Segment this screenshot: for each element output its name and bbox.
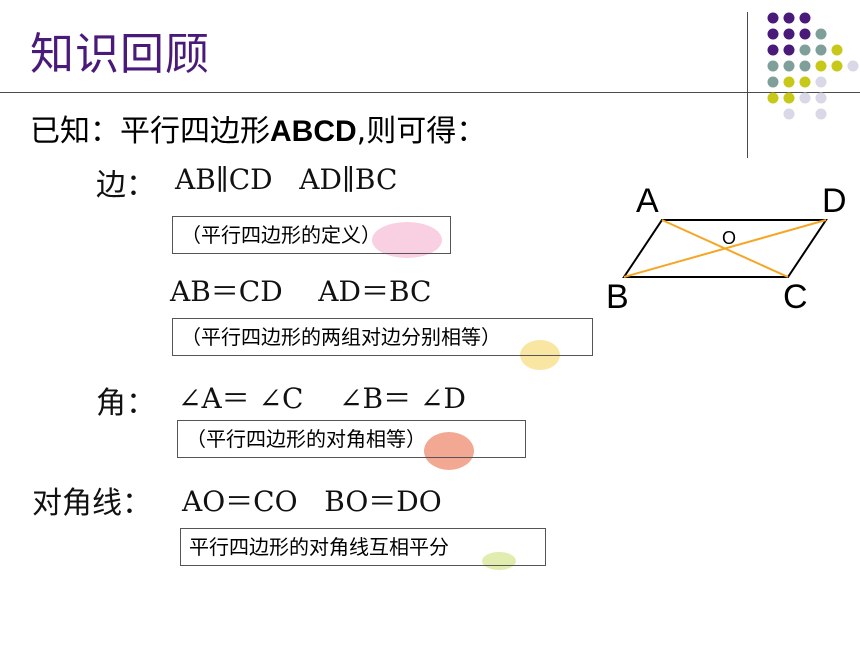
given-suffix: ,则可得：	[356, 114, 487, 149]
vertex-a-label: A	[636, 182, 659, 220]
sides-label: 边：	[96, 168, 156, 203]
vertex-c-label: C	[783, 278, 808, 316]
decorative-flower	[372, 222, 442, 258]
angles-label: 角：	[96, 386, 156, 421]
angles-equal: ∠A＝ ∠C ∠B＝ ∠D	[178, 382, 466, 415]
decorative-flower	[424, 432, 474, 470]
diagonals-label: 对角线：	[32, 486, 152, 521]
page-title: 知识回顾	[30, 29, 210, 80]
vertex-d-label: D	[822, 182, 847, 220]
vertex-b-label: B	[606, 278, 629, 316]
decorative-dot-grid	[767, 12, 859, 120]
parallelogram-figure	[622, 219, 828, 278]
vertical-divider	[747, 12, 748, 158]
given-statement: 已知：平行四边形ABCD,则可得：	[30, 106, 486, 150]
diagonals-reason: 平行四边形的对角线互相平分	[180, 528, 546, 566]
diagonal-bd	[623, 219, 827, 278]
center-o-label: O	[722, 228, 737, 248]
sides-parallel: AB∥CD AD∥BC	[175, 163, 398, 196]
title-divider	[0, 92, 860, 93]
given-name: ABCD	[270, 115, 357, 148]
given-prefix: 已知：平行四边形	[30, 114, 270, 149]
angles-reason: （平行四边形的对角相等）	[177, 420, 526, 458]
sides-equal-reason: （平行四边形的两组对边分别相等）	[172, 318, 593, 356]
sides-parallel-reason: （平行四边形的定义）	[172, 216, 451, 254]
diagonals-equal: AO＝CO BO＝DO	[182, 485, 442, 518]
sides-equal: AB＝CD AD＝BC	[170, 275, 432, 308]
